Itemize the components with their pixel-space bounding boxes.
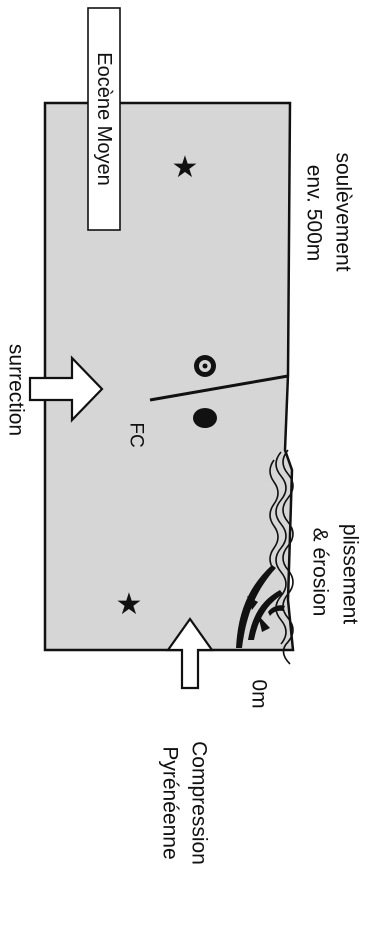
uplift-label: soulèvement <box>332 152 355 271</box>
fault-label: FC <box>126 422 147 447</box>
star-icon: ★ <box>116 588 143 621</box>
erosion-label: & érosion <box>309 528 332 617</box>
surrection-label: surrection <box>5 344 28 436</box>
filled-circle-icon <box>193 408 217 428</box>
uplift-amount-label: env. 500m <box>303 165 326 262</box>
circle-dot-icon <box>194 355 216 377</box>
sea-level-label: 0m <box>248 679 271 708</box>
period-label: Eocène Moyen <box>93 52 115 185</box>
folding-label: plissement <box>339 524 362 625</box>
compression-label-line2: Pyrénéenne <box>159 746 182 859</box>
star-icon: ★ <box>172 151 199 184</box>
compression-label-line1: Compression <box>188 741 211 865</box>
